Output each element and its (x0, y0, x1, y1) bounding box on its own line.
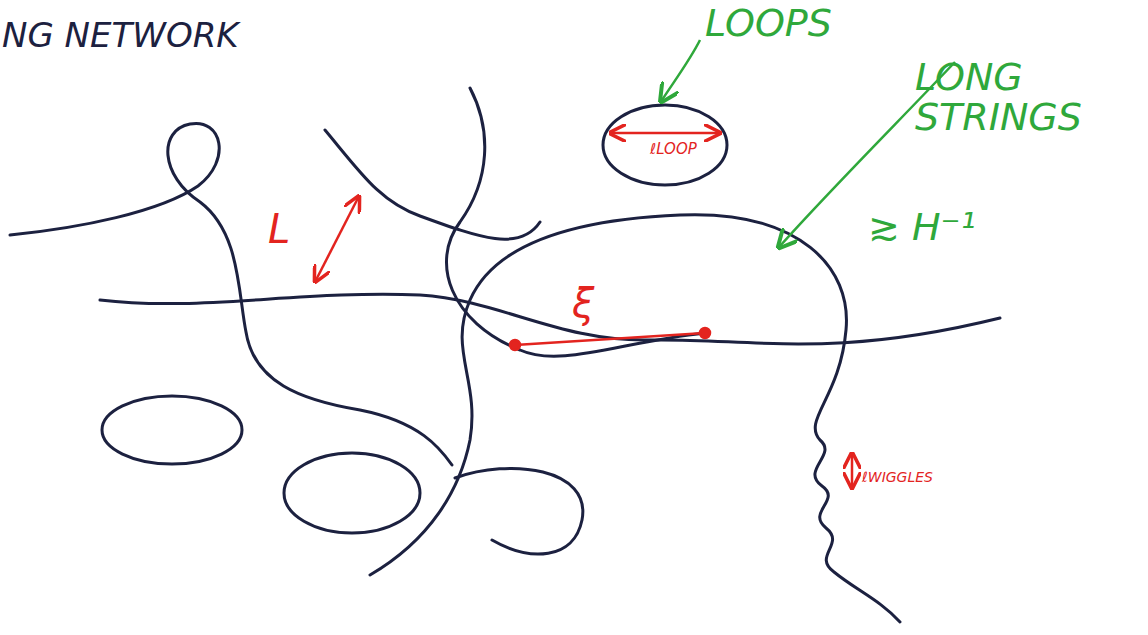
red-annotations (316, 133, 852, 486)
wiggle-size-arrow (851, 455, 854, 486)
correlation-length-label: ξ (572, 282, 594, 324)
string-loop (284, 453, 420, 533)
long-string (455, 468, 583, 554)
diagram-title: NG NETWORK (2, 18, 239, 54)
separation-arrow (316, 198, 358, 280)
long-string (370, 215, 900, 622)
loops-label: LOOPS (705, 4, 832, 44)
wiggle-size-label: ℓWIGGLES (862, 470, 933, 485)
leader-arrow (662, 40, 700, 100)
separation-label: L (268, 208, 290, 250)
endpoint-dot (700, 328, 710, 338)
string-loop (102, 396, 242, 464)
long-string (325, 130, 540, 239)
long-string (447, 88, 706, 356)
loop-size-arrow (612, 132, 718, 135)
correlation-length-line (515, 333, 705, 345)
horizon-scale-label: ≳ H⁻¹ (868, 208, 976, 248)
loop-size-label: ℓLOOP (650, 142, 697, 158)
endpoint-dot (510, 340, 520, 350)
string-loop (603, 105, 727, 185)
long-string (100, 294, 1000, 344)
long-strings-label: LONG STRINGS (915, 58, 1115, 138)
